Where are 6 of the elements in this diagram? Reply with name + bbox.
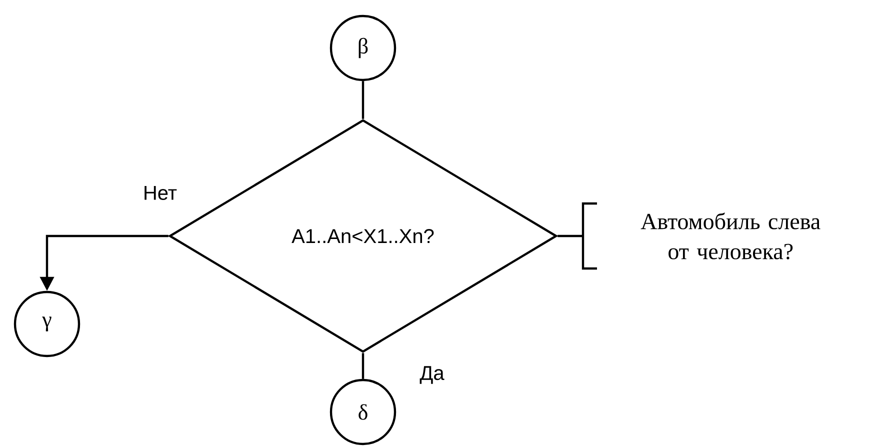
edge-label: Нет xyxy=(144,186,177,200)
annotation-bracket: Автомобиль слева от человека? xyxy=(582,202,820,270)
edge-label: Да xyxy=(420,366,444,384)
connector-line xyxy=(362,81,364,119)
connector-line xyxy=(558,234,583,238)
connector-line xyxy=(362,353,364,379)
